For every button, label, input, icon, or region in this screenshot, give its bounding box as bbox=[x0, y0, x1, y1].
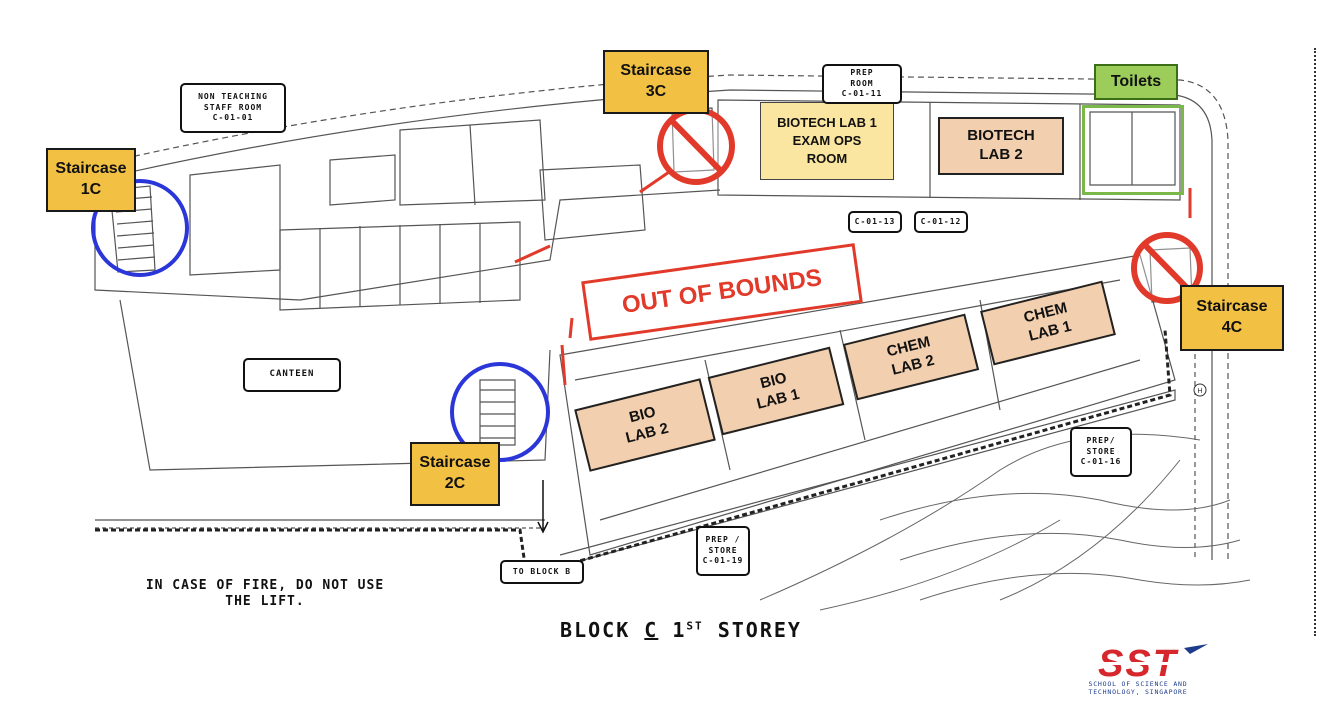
staircase-2c-label: Staircase 2C bbox=[410, 442, 500, 506]
no-entry-icon bbox=[1131, 232, 1203, 304]
title-block: C bbox=[644, 618, 659, 642]
staircase-4c-label: Staircase 4C bbox=[1180, 285, 1284, 351]
staircase-1c-label: Staircase 1C bbox=[46, 148, 136, 212]
toilets-label: Toilets bbox=[1094, 64, 1178, 100]
title-suffix: ST bbox=[686, 619, 704, 633]
fire-safety-note: IN CASE OF FIRE, DO NOT USE THE LIFT. bbox=[145, 578, 385, 610]
tag-canteen: CANTEEN bbox=[243, 358, 341, 392]
staircase-3c-label: Staircase 3C bbox=[603, 50, 709, 114]
title-word: STOREY bbox=[703, 618, 802, 642]
tag-c-01-12: C-01-12 bbox=[914, 211, 968, 233]
no-entry-icon bbox=[657, 107, 735, 185]
title-prefix: BLOCK bbox=[560, 618, 645, 642]
tag-prep-store-c-01-19: PREP / STORE C-01-19 bbox=[696, 526, 750, 576]
tag-non-teaching-staff-room: NON TEACHING STAFF ROOM C-01-01 bbox=[180, 83, 286, 133]
tag-prep-store-c-01-16: PREP/ STORE C-01-16 bbox=[1070, 427, 1132, 477]
title-floor: 1 bbox=[658, 618, 687, 642]
tag-prep-room: PREP ROOM C-01-11 bbox=[822, 64, 902, 104]
logo-subtitle: SCHOOL OF SCIENCE AND TECHNOLOGY, SINGAP… bbox=[1088, 680, 1188, 697]
room-biotech-lab-2: BIOTECH LAB 2 bbox=[938, 117, 1064, 175]
toilets-highlight bbox=[1082, 105, 1184, 195]
svg-text:H: H bbox=[1197, 388, 1202, 395]
safe-route-ring-2c bbox=[450, 362, 550, 462]
room-biotech-lab-1-exam-ops: BIOTECH LAB 1 EXAM OPS ROOM bbox=[760, 102, 894, 180]
page-border-dotted bbox=[1314, 48, 1316, 636]
safe-route-ring-1c bbox=[91, 179, 189, 277]
sst-logo-icon: SST bbox=[1072, 643, 1208, 685]
tag-to-block-b: TO BLOCK B bbox=[500, 560, 584, 584]
tag-c-01-13: C-01-13 bbox=[848, 211, 902, 233]
map-title: BLOCK C 1ST STOREY bbox=[516, 618, 846, 642]
